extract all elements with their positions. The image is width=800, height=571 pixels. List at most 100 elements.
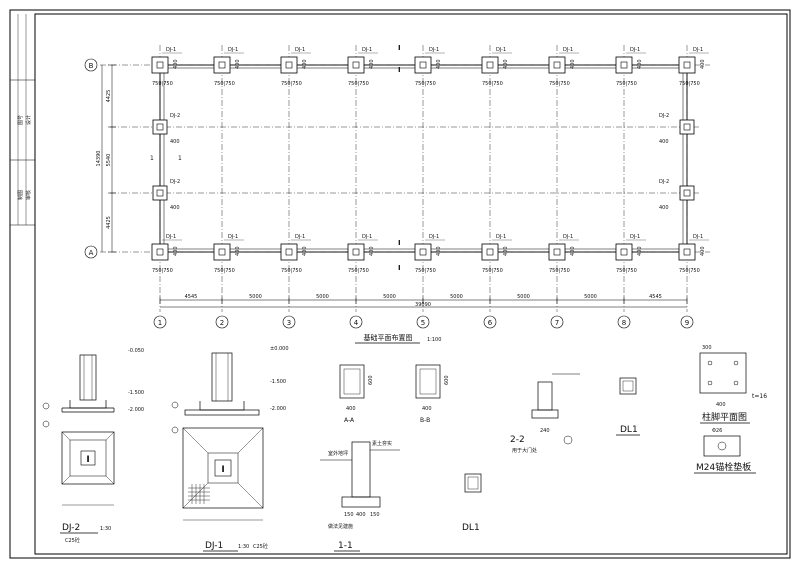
dj2-level-mid: -1.500	[128, 390, 144, 396]
dj1-pad-dim: 750|750	[482, 268, 503, 274]
dj2-level-top: -0.050	[128, 348, 144, 354]
left-dim: 5540	[106, 154, 112, 167]
dj2-side-dim: 400	[170, 205, 180, 211]
colfoot-label: 柱脚平面图	[702, 411, 747, 423]
dj1-tag: DJ-1	[630, 234, 640, 240]
svg-text:3: 3	[287, 319, 291, 327]
foundation-beam-outline	[159, 64, 688, 253]
svg-text:9: 9	[685, 319, 689, 327]
section-mark-I: I	[398, 239, 401, 247]
dj1-tag: DJ-1	[693, 47, 703, 53]
dj1-level-top: ±0.000	[270, 346, 289, 352]
titleblock-text-1: 图号	[18, 115, 24, 125]
s22-label: 2-2	[510, 435, 525, 445]
bay-dim: 4545	[649, 294, 662, 300]
dj1-tag: DJ-1	[693, 234, 703, 240]
s11-dim-3: 150	[370, 512, 380, 518]
dj1-tag: DJ-1	[429, 234, 439, 240]
bay-dim: 5000	[316, 294, 329, 300]
dj1-side-dim: 400	[700, 246, 706, 256]
dj1-detail: ±0.000 -1.500 -2.000 I DJ-1 1:30 C25砼	[171, 346, 289, 552]
dj1-pad-dim: 750|750	[415, 268, 436, 274]
s11-note2: 室外地坪	[328, 450, 348, 457]
titleblock-text-2: 设计	[25, 115, 32, 125]
dj1-pad-dim: 750|750	[549, 268, 570, 274]
dj1-tag: DJ-1	[362, 47, 372, 53]
total-length-dim: 39090	[415, 302, 431, 308]
footing-dj1: DJ-1 750|750 400	[414, 234, 445, 274]
dj1-side-dim: 400	[700, 59, 706, 69]
dj1-side-dim: 400	[570, 246, 576, 256]
axis-bubble-col: 8	[617, 315, 631, 329]
svg-text:A: A	[89, 249, 94, 257]
section-mark-I: I	[398, 264, 401, 272]
dj1-pad-dim: 750|750	[348, 81, 369, 87]
dj2-detail: -0.050 -1.500 -2.000 I DJ-2 1:30 C25砼	[42, 348, 144, 544]
dj1-side-dim: 400	[436, 246, 442, 256]
bolt-plate: Φ26 M24锚栓垫板	[694, 428, 756, 474]
dj1-tag: DJ-1	[166, 234, 176, 240]
aa-height: 600	[368, 375, 374, 385]
dj1-side-dim: 400	[637, 59, 643, 69]
dj1-tag: DJ-1	[563, 234, 573, 240]
plan-scale: 1:100	[427, 337, 441, 343]
dj2-tag: DJ-2	[170, 179, 180, 185]
s11-dim-1: 150	[344, 512, 354, 518]
dj1-label: DJ-1	[205, 541, 223, 551]
dj1-tag: DJ-1	[295, 234, 305, 240]
dj1-pad-dim: 750|750	[679, 268, 700, 274]
axis-bubble-col: 4	[349, 315, 363, 329]
axis-bubble-col: 5	[416, 315, 430, 329]
dj1-pad-dim: 750|750	[348, 268, 369, 274]
dj1-side-dim: 400	[503, 246, 509, 256]
svg-text:4: 4	[354, 319, 359, 327]
section-bb: 600 400 B-B	[415, 364, 450, 424]
dj1-side-dim: 400	[235, 246, 241, 256]
colfoot-t: t=16	[752, 393, 767, 400]
total-width-dim: 14390	[96, 151, 102, 167]
dj1-tag: DJ-1	[630, 47, 640, 53]
dj1-scale: 1:30	[238, 544, 249, 550]
s11-dim-2: 400	[356, 512, 366, 518]
section-mark-1: 1	[178, 155, 182, 162]
aa-label: A-A	[344, 417, 355, 424]
dj1-side-dim: 400	[369, 246, 375, 256]
plan-title: 基础平面布置图	[364, 333, 413, 342]
bb-label: B-B	[420, 417, 430, 424]
dj2-level-bottom: -2.000	[128, 407, 144, 413]
dl1b-label: DL1	[462, 523, 480, 533]
svg-text:8: 8	[622, 319, 626, 327]
bay-dim: 5000	[249, 294, 262, 300]
outer-frame	[9, 9, 791, 559]
section-mark-I: I	[398, 44, 401, 52]
dl1-center: DL1	[462, 473, 482, 533]
bolt-dim: Φ26	[712, 428, 722, 434]
svg-text:5: 5	[421, 319, 425, 327]
bay-dim: 4545	[185, 294, 198, 300]
dj1-pad-dim: 750|750	[214, 81, 235, 87]
bay-dim: 5000	[517, 294, 530, 300]
left-dim: 4425	[106, 216, 112, 229]
svg-text:6: 6	[488, 319, 493, 327]
s22-dim: 240	[540, 428, 550, 434]
svg-text:I: I	[221, 465, 224, 475]
bolt-label: M24锚栓垫板	[696, 461, 751, 473]
dj1-level-mid: -1.500	[270, 379, 286, 385]
axis-bubble-col: 1	[153, 315, 167, 329]
dj2-side-dim: 400	[659, 205, 669, 211]
